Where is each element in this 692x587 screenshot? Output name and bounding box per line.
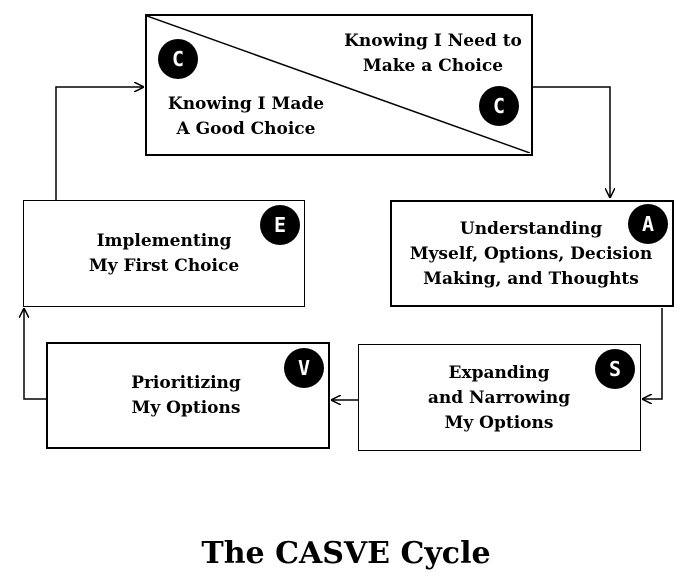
communication-lower-text: Knowing I Made A Good Choice — [146, 92, 346, 142]
communication-diagonal-divider — [147, 16, 530, 153]
synthesis-line-3: My Options — [444, 413, 554, 433]
execution-badge: E — [260, 205, 300, 245]
communication-box — [145, 14, 533, 156]
valuing-text: Prioritizing My Options — [86, 371, 286, 421]
diagram-title: The CASVE Cycle — [201, 536, 491, 571]
communication-lower-line-2: A Good Choice — [176, 119, 316, 139]
analysis-badge: A — [628, 204, 668, 244]
arrow-communication-to-analysis — [533, 86, 610, 197]
arrow-valuing-to-execution — [24, 309, 46, 400]
synthesis-text: Expanding and Narrowing My Options — [379, 361, 619, 436]
synthesis-line-1: Expanding — [448, 363, 550, 383]
communication-upper-line-2: Make a Choice — [362, 56, 504, 76]
execution-line-2: My First Choice — [88, 256, 240, 276]
analysis-line-1: Understanding — [459, 219, 603, 239]
synthesis-line-2: and Narrowing — [427, 388, 571, 408]
analysis-line-2: Myself, Options, Decision — [409, 244, 653, 264]
communication-lower-line-1: Knowing I Made — [167, 94, 325, 114]
execution-box — [23, 200, 305, 307]
communication-upper-text: Knowing I Need to Make a Choice — [333, 29, 533, 79]
valuing-box — [46, 342, 330, 449]
valuing-line-2: My Options — [131, 398, 241, 418]
arrow-analysis-to-synthesis — [643, 308, 663, 399]
analysis-box — [390, 200, 674, 307]
communication-badge-bottom: C — [479, 86, 519, 126]
valuing-line-1: Prioritizing — [131, 373, 241, 393]
communication-badge-top: C — [158, 39, 198, 79]
arrow-execution-to-communication — [55, 87, 143, 200]
analysis-text: Understanding Myself, Options, Decision … — [400, 217, 662, 292]
communication-upper-line-1: Knowing I Need to — [344, 31, 522, 51]
valuing-badge: V — [284, 348, 324, 388]
analysis-line-3: Making, and Thoughts — [423, 269, 639, 289]
execution-text: Implementing My First Choice — [64, 229, 264, 279]
execution-line-1: Implementing — [96, 231, 232, 251]
synthesis-box — [358, 344, 641, 451]
synthesis-badge: S — [595, 349, 635, 389]
